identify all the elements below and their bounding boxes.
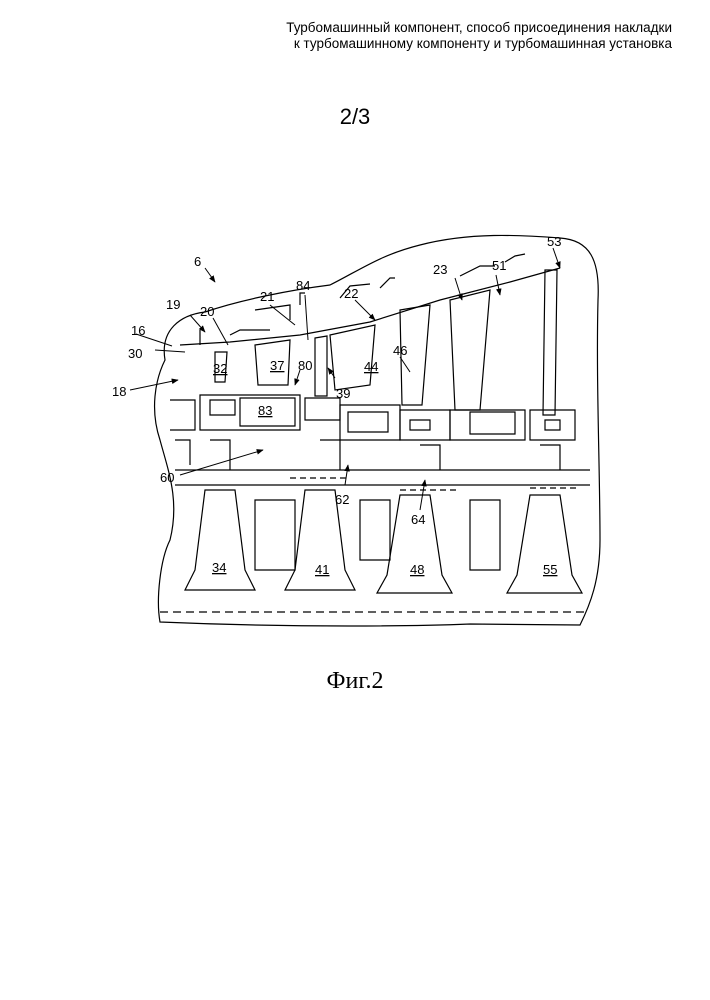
label-62: 62 (335, 492, 349, 507)
label-34: 34 (212, 560, 226, 575)
platform-5 (450, 410, 525, 440)
vane-44 (330, 325, 375, 390)
label-46: 46 (393, 343, 407, 358)
casing-contour (180, 268, 560, 345)
label-55: 55 (543, 562, 557, 577)
disk-55 (507, 495, 582, 593)
label-60: 60 (160, 470, 174, 485)
label-41: 41 (315, 562, 329, 577)
label-53: 53 (547, 234, 561, 249)
label-18: 18 (112, 384, 126, 399)
disk-spacer-2 (360, 500, 390, 560)
platform-4 (400, 410, 450, 440)
platform-2 (305, 398, 340, 420)
disk-34 (185, 490, 255, 590)
label-83: 83 (258, 403, 272, 418)
figure-caption: Фиг.2 (0, 668, 710, 695)
label-21: 21 (260, 289, 274, 304)
disk-spacer-3 (470, 500, 500, 570)
shaft-band (175, 470, 590, 485)
label-64: 64 (411, 512, 425, 527)
label-37: 37 (270, 358, 284, 373)
label-44: 44 (364, 359, 378, 374)
shaft-band-dash (290, 478, 580, 490)
platform-1 (200, 395, 300, 430)
vane-53 (543, 270, 557, 415)
left-detail (170, 400, 195, 465)
disk-necks (210, 440, 560, 470)
platform-3 (340, 405, 400, 440)
label-22: 22 (344, 286, 358, 301)
disk-spacer-1 (255, 500, 295, 570)
label-6: 6 (194, 254, 201, 269)
label-23: 23 (433, 262, 447, 277)
label-84: 84 (296, 278, 310, 293)
label-80: 80 (298, 358, 312, 373)
label-51: 51 (492, 258, 506, 273)
vane-23 (450, 290, 490, 410)
label-32: 32 (213, 361, 227, 376)
label-30: 30 (128, 346, 142, 361)
label-48: 48 (410, 562, 424, 577)
label-16: 16 (131, 323, 145, 338)
label-20: 20 (200, 304, 214, 319)
vane-inner (315, 336, 327, 396)
label-39: 39 (336, 386, 350, 401)
disk-48 (377, 495, 452, 593)
label-19: 19 (166, 297, 180, 312)
